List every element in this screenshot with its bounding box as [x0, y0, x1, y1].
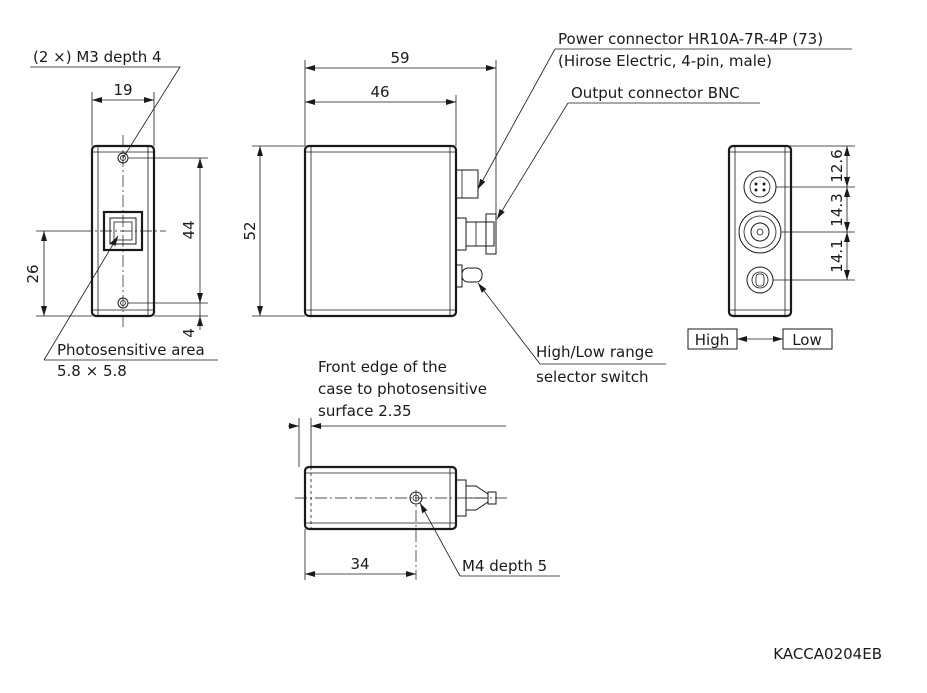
photosensitive-label: Photosensitive area	[57, 341, 205, 359]
photosensitive-size: 5.8 × 5.8	[57, 362, 127, 380]
dim-46: 46	[370, 83, 389, 101]
top-view: Front edge of the case to photosensitive…	[288, 358, 560, 580]
switch-label: High/Low range	[536, 343, 653, 361]
front-view: 19 44 26 4 (2 ×) M3 depth 4 Photosensiti…	[24, 48, 218, 380]
dim-4: 4	[180, 328, 198, 338]
side-view-body	[303, 144, 458, 318]
high-label: High	[695, 331, 729, 349]
dim-34: 34	[350, 555, 369, 573]
low-label: Low	[792, 331, 822, 349]
m4-hole	[409, 491, 423, 505]
side-view: 59 46 52 Power connector HR10A-7R-4P (73…	[241, 30, 852, 386]
power-connector	[455, 169, 479, 199]
switch-label-2: selector switch	[536, 368, 649, 386]
switch-face	[746, 266, 774, 294]
dim-44: 44	[180, 220, 198, 239]
power-connector-detail: (Hirose Electric, 4-pin, male)	[558, 52, 772, 70]
dim-26: 26	[24, 264, 42, 283]
connector-view-body	[727, 144, 793, 318]
dim-52: 52	[241, 221, 259, 240]
dim-19: 19	[113, 81, 132, 99]
power-connector-face	[743, 170, 777, 204]
front-edge-label-2: case to photosensitive	[318, 380, 487, 398]
photosensitive-window	[102, 210, 144, 252]
bnc-connector-face	[738, 210, 782, 254]
power-connector-label: Power connector HR10A-7R-4P (73)	[558, 30, 823, 48]
m4-label: M4 depth 5	[462, 557, 547, 575]
front-edge-label: Front edge of the	[318, 358, 447, 376]
low-box	[782, 328, 833, 350]
output-connector-label: Output connector BNC	[571, 84, 740, 102]
drawing-code: KACCA0204EB	[773, 645, 882, 663]
dim-59: 59	[390, 49, 409, 67]
dim-14-1: 14.1	[828, 239, 846, 272]
connector-view: 12.6 14.3 14.1 High Low	[687, 144, 855, 350]
dim-12-6: 12.6	[828, 149, 846, 182]
dim-14-3: 14.3	[828, 193, 846, 226]
m3-label: (2 ×) M3 depth 4	[33, 48, 162, 66]
bnc-connector	[455, 217, 467, 251]
front-edge-value: surface 2.35	[318, 402, 412, 420]
